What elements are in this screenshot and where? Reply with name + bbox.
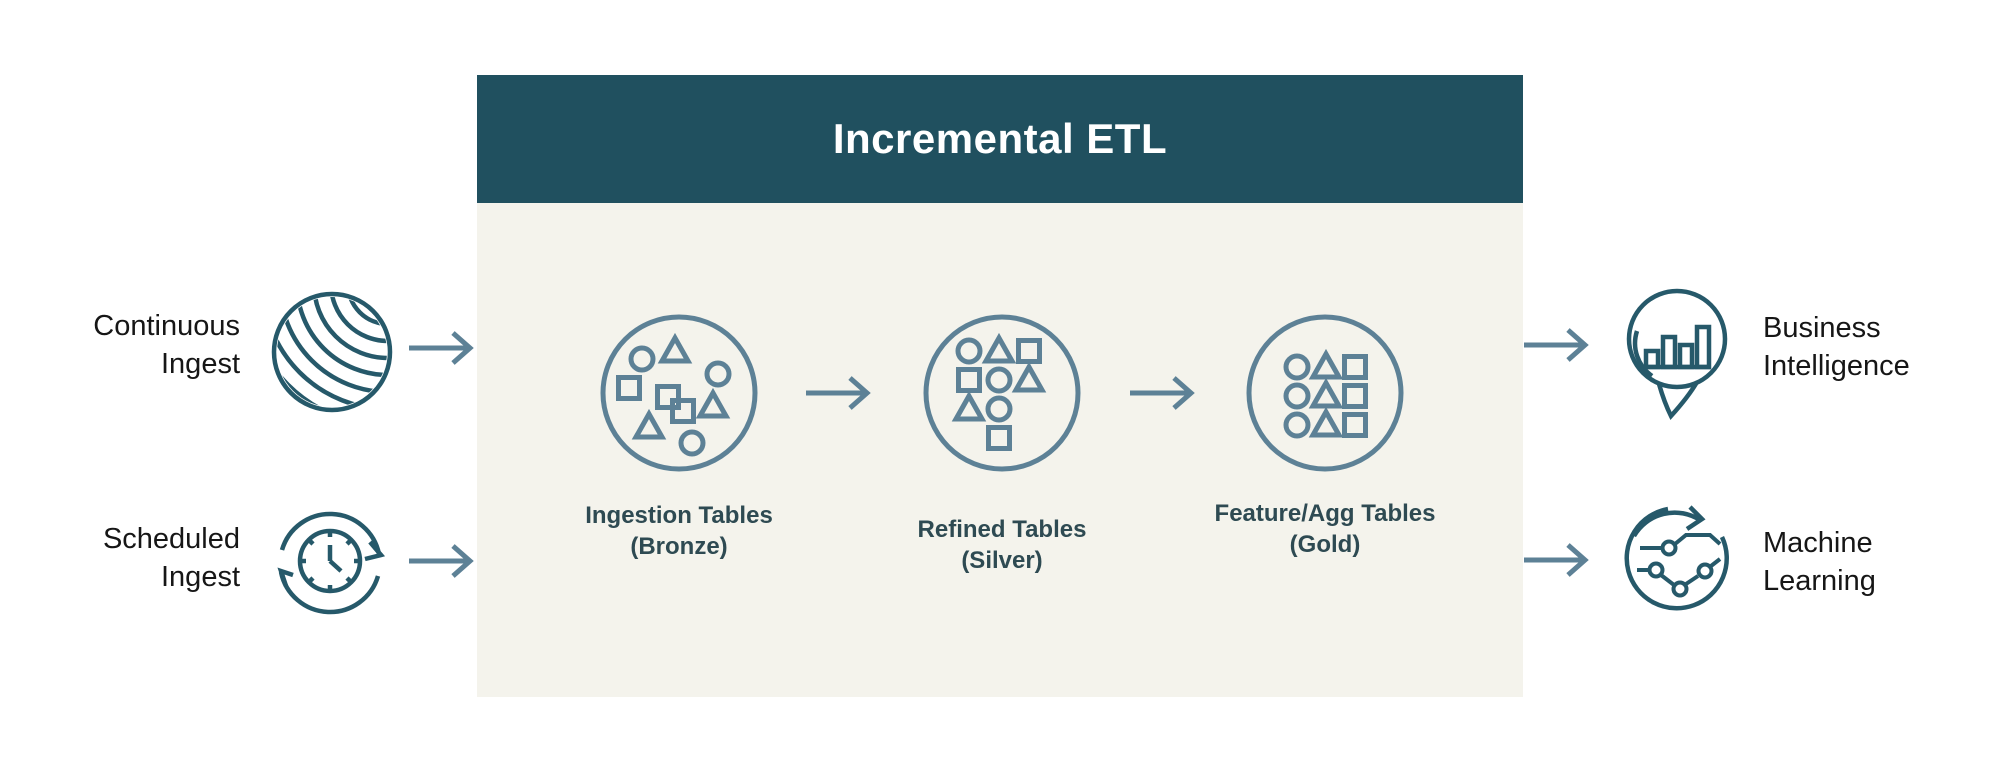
semi-ordered-shapes-circle-icon <box>922 313 1082 473</box>
flow-arrow-silver-to-gold <box>1128 373 1200 413</box>
business-intelligence-label: Business Intelligence <box>1763 312 1910 382</box>
continuous-ingest-label: Continuous Ingest <box>93 310 240 380</box>
stage-label-bronze: Ingestion Tables (Bronze) <box>585 502 773 560</box>
bar-chart-speech-bubble-icon <box>1622 286 1732 421</box>
stage-label-silver: Refined Tables (Silver) <box>917 516 1087 574</box>
etl-header-bar: Incremental ETL <box>477 75 1523 203</box>
flow-arrow-continuous-to-etl <box>407 328 479 368</box>
incremental-etl-box: Incremental ETL <box>477 75 1523 697</box>
striped-sphere-icon <box>270 290 394 414</box>
flow-arrow-etl-to-bi <box>1522 325 1594 365</box>
ordered-shapes-grid-circle-icon <box>1245 313 1405 473</box>
etl-title: Incremental ETL <box>832 115 1168 162</box>
flow-arrow-etl-to-ml <box>1522 540 1594 580</box>
scheduled-ingest-label: Scheduled Ingest <box>102 523 240 593</box>
ml-circuit-refresh-icon <box>1620 500 1735 615</box>
flow-arrow-scheduled-to-etl <box>407 541 479 581</box>
flow-arrow-bronze-to-silver <box>804 373 876 413</box>
machine-learning-label: Machine Learning <box>1763 527 1876 597</box>
scattered-shapes-circle-icon <box>599 313 759 473</box>
stage-label-gold: Feature/Agg Tables (Gold) <box>1214 500 1436 558</box>
clock-refresh-icon <box>268 501 392 625</box>
